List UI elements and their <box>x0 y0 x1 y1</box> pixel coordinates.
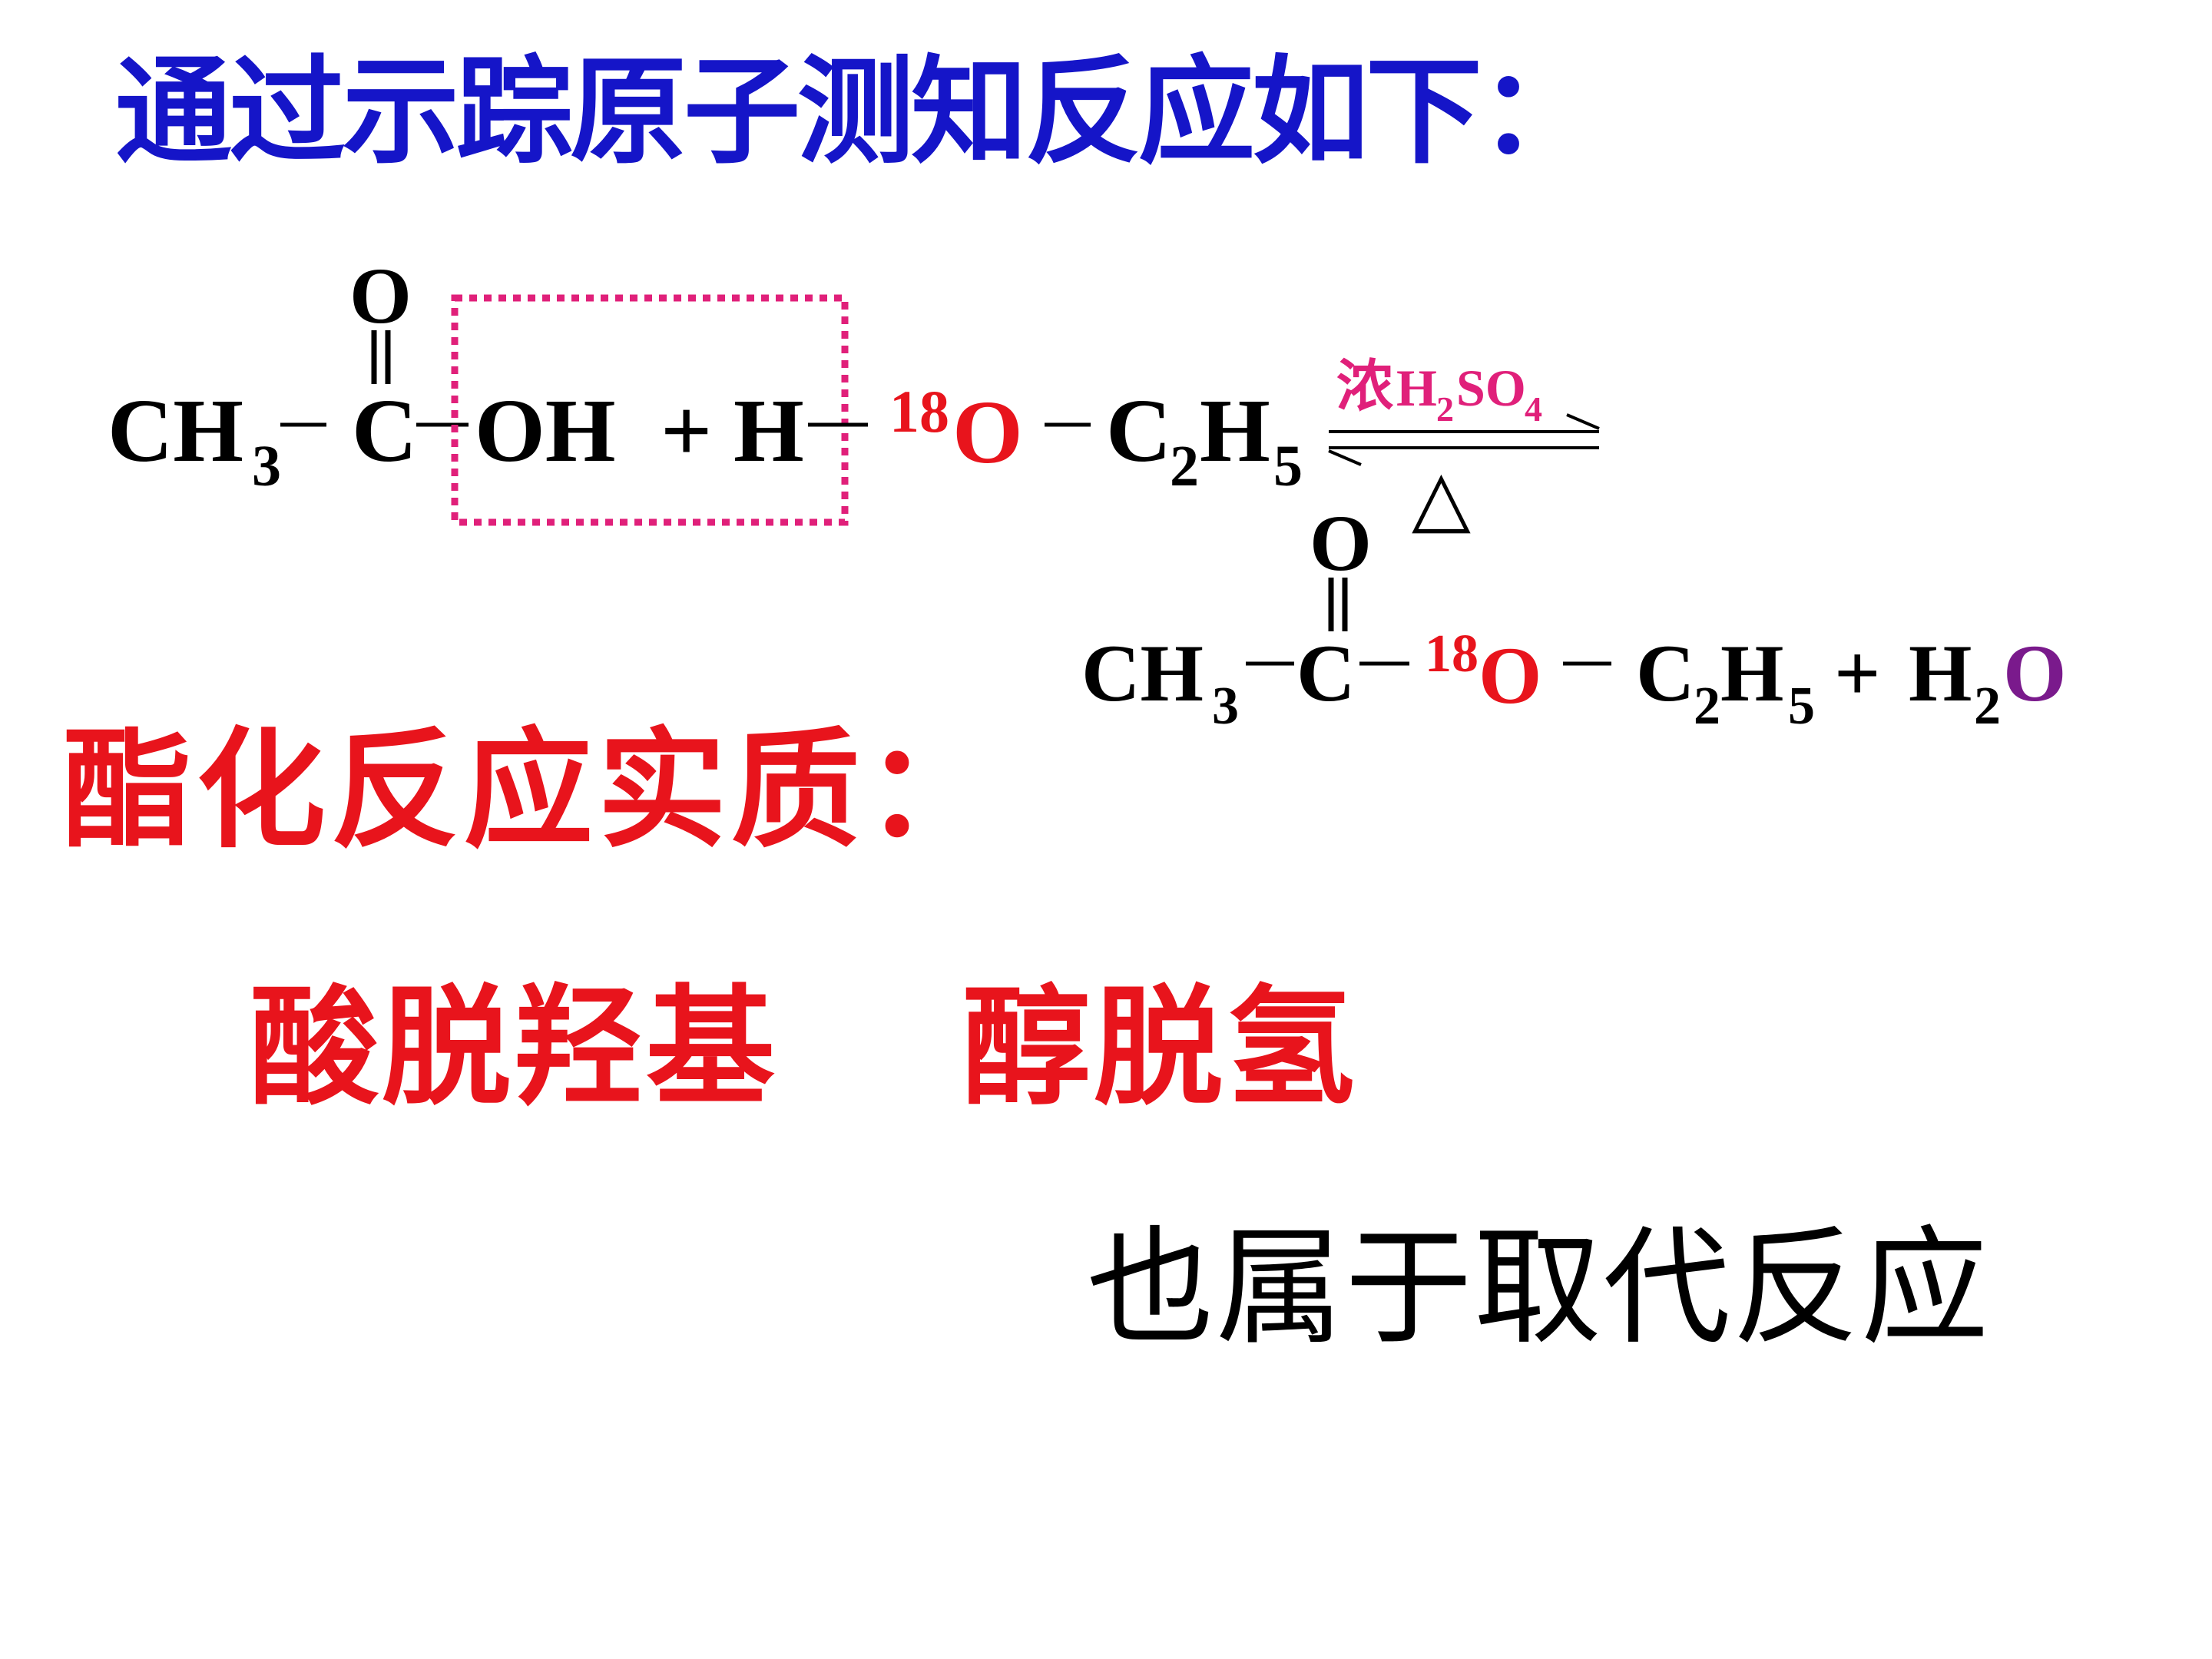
isotope-18-label: 18 <box>889 378 949 445</box>
water-h: H <box>1909 628 1972 718</box>
methyl-ch: CH <box>108 380 243 481</box>
ethyl-c: C <box>1106 380 1171 481</box>
ethyl-h: H <box>1200 380 1270 481</box>
product-isotope-18: 18 <box>1425 624 1479 684</box>
product-ethyl-c-subscript: 2 <box>1694 677 1720 736</box>
product-carbon: C <box>1296 628 1356 718</box>
forward-arrow-head <box>1566 413 1600 430</box>
product-isotope-oxygen: O <box>1479 631 1541 720</box>
highlight-box <box>451 294 849 526</box>
point-acid: 酸脱羟基 <box>250 972 778 1123</box>
carbonyl-oxygen: O <box>349 252 412 340</box>
product-ethyl-c: C <box>1636 628 1695 718</box>
isotope-oxygen: O <box>952 382 1023 482</box>
plus-sign-1: + <box>661 380 712 481</box>
catalyst-so-subscript: 4 <box>1525 389 1542 429</box>
slide-title: 通过示踪原子测知反应如下： <box>115 44 1596 180</box>
product-methyl-subscript: 3 <box>1212 677 1239 736</box>
water-h-subscript: 2 <box>1974 677 2001 736</box>
product-carbonyl-oxygen: O <box>1310 499 1372 588</box>
methyl-subscript: 3 <box>252 434 281 498</box>
plus-sign-2: + <box>1834 628 1880 718</box>
catalyst-h-subscript: 2 <box>1436 389 1454 429</box>
section-heading: 酯化反应实质： <box>63 715 998 866</box>
alcohol-h: H <box>733 380 804 481</box>
carbonyl-carbon: C <box>352 380 417 481</box>
ethyl-h-subscript: 5 <box>1273 434 1303 498</box>
heat-symbol: △ <box>1412 452 1471 542</box>
reverse-arrow-head <box>1328 449 1362 466</box>
ethyl-c-subscript: 2 <box>1170 434 1199 498</box>
water-oxygen: O <box>2003 628 2066 718</box>
product-methyl-ch: CH <box>1081 628 1204 718</box>
catalyst-so: SO <box>1456 359 1526 417</box>
product-ethyl-h: H <box>1720 628 1783 718</box>
catalyst-h: H <box>1396 359 1437 417</box>
conclusion-note: 也属于取代反应 <box>1087 1214 1990 1363</box>
product-ethyl-h-subscript: 5 <box>1788 677 1815 736</box>
hydroxyl-oh: OH <box>475 380 616 481</box>
point-alcohol: 醇脱氢 <box>962 972 1358 1123</box>
catalyst-concentrated: 浓 <box>1336 353 1394 419</box>
